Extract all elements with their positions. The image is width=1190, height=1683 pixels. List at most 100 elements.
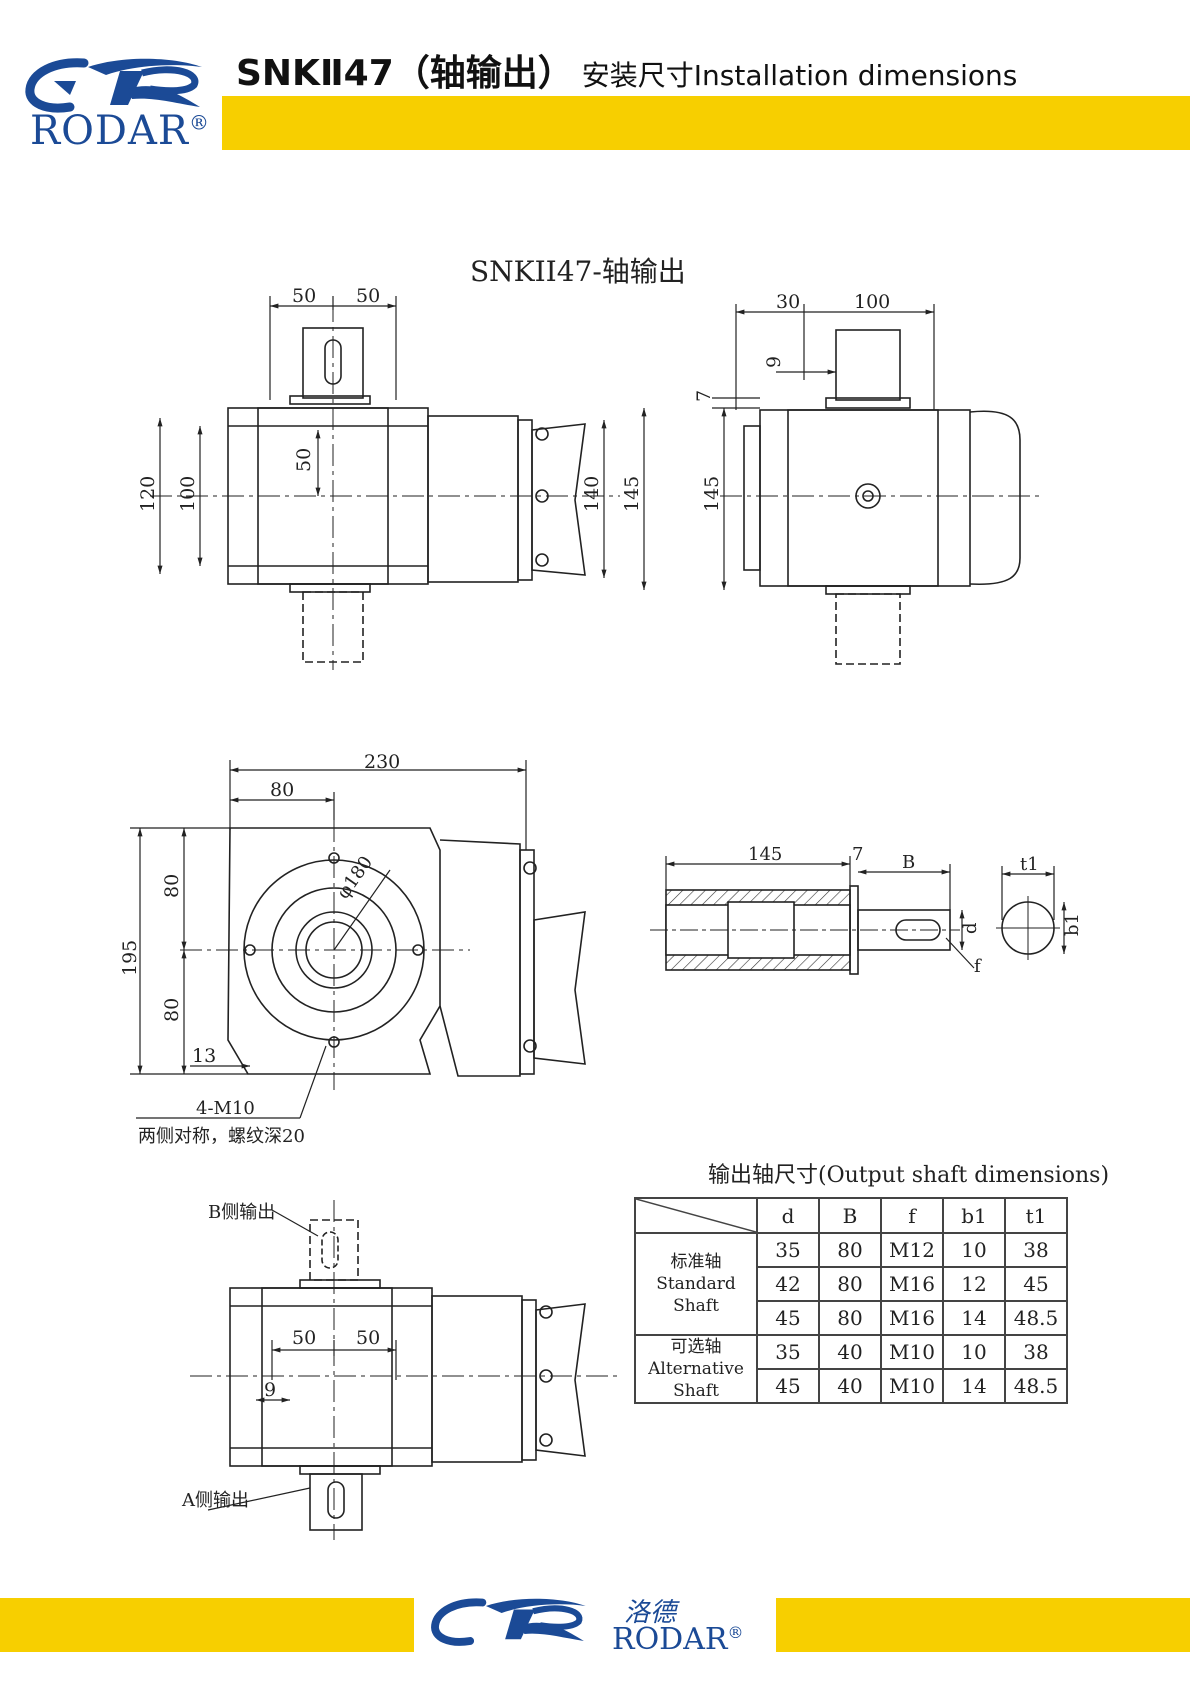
side-view-labels: 30 100 9 7 145 (693, 291, 890, 512)
title-sub: 安装尺寸Installation dimensions (581, 59, 1018, 92)
table-row: 42 80 M16 12 45 (635, 1266, 1068, 1302)
page-header: RODAR® SNKⅡ47（轴输出）安装尺寸Installation dimen… (0, 0, 1190, 160)
column-header: f (880, 1197, 944, 1234)
table-cell: 48.5 (1004, 1300, 1068, 1336)
output-shaft-table: d B f b1 t1 标准轴 Standard Shaft 35 80 M12… (634, 1197, 1068, 1404)
top-view-labels: 50 50 50 120 100 140 145 (137, 285, 643, 512)
dim-bottom-50b: 50 (356, 1327, 380, 1349)
table-cell: 80 (818, 1232, 882, 1268)
shaft-detail-dimensions (665, 856, 1067, 969)
table-cell: 14 (942, 1368, 1006, 1404)
bottom-view-labels: 50 50 9 B侧输出 A侧输出 (181, 1202, 380, 1511)
dim-front-80-lower: 80 (161, 998, 183, 1022)
shaft-detail-labels: 145 7 B d f t1 b1 (748, 844, 1083, 977)
dim-front-13: 13 (192, 1045, 216, 1067)
dim-top-140: 140 (581, 476, 603, 512)
footer-yellow-bar-left (0, 1598, 414, 1652)
table-cell: 45 (1004, 1266, 1068, 1302)
table-cell: 45 (756, 1368, 820, 1404)
bottom-view (190, 1200, 620, 1540)
dim-shaft-b1: b1 (1062, 913, 1083, 936)
a-side-output-label: A侧输出 (181, 1490, 249, 1511)
footer-brand: RODAR® (612, 1622, 744, 1657)
table-cell: 38 (1004, 1334, 1068, 1370)
dim-front-230: 230 (364, 751, 400, 773)
top-view-dimensions (157, 296, 647, 590)
dim-top-50a: 50 (292, 285, 316, 307)
table-cell: 40 (818, 1334, 882, 1370)
column-header: d (756, 1197, 820, 1234)
thread-note-desc: 两侧对称，螺纹深20 (138, 1126, 305, 1147)
b-side-output-label: B侧输出 (208, 1202, 275, 1223)
dim-shaft-d: d (960, 922, 981, 934)
column-header: b1 (942, 1197, 1006, 1234)
table-cell: 35 (756, 1232, 820, 1268)
table-row: 可选轴 Alternative Shaft 35 40 M10 10 38 (634, 1334, 1068, 1404)
group-label-alternative: 可选轴 Alternative Shaft (634, 1334, 758, 1404)
table-cell: 10 (942, 1232, 1006, 1268)
page-title: SNKⅡ47（轴输出）安装尺寸Installation dimensions (236, 44, 1017, 96)
dim-side-9: 9 (763, 356, 785, 368)
table-corner-cell (634, 1197, 758, 1234)
table-header-row: d B f b1 t1 (634, 1197, 1068, 1234)
group-label-en: Standard Shaft (656, 1274, 736, 1316)
table-cell: M12 (880, 1232, 944, 1268)
table-cell: 40 (818, 1368, 882, 1404)
table-cell: 35 (756, 1334, 820, 1370)
table-cell: 10 (942, 1334, 1006, 1370)
column-header: t1 (1004, 1197, 1068, 1234)
group-label-standard: 标准轴 Standard Shaft (634, 1232, 758, 1336)
dim-bottom-50a: 50 (292, 1327, 316, 1349)
header-yellow-bar (222, 96, 1190, 150)
table-cell: 42 (756, 1266, 820, 1302)
front-view-dimensions (130, 760, 527, 1119)
footer-logo: 洛德 RODAR® (428, 1592, 788, 1662)
footer-yellow-bar-right (776, 1598, 1190, 1652)
dim-side-30: 30 (776, 291, 800, 313)
dim-side-145: 145 (701, 476, 723, 512)
table-row: 标准轴 Standard Shaft 35 80 M12 10 38 (634, 1232, 1068, 1336)
dim-top-145: 145 (621, 476, 643, 512)
table-cell: 80 (818, 1300, 882, 1336)
diagonal-line (636, 1199, 756, 1232)
group-label-cn: 可选轴 (670, 1337, 722, 1357)
group-label-en: Alternative Shaft (648, 1359, 744, 1401)
table-caption: 输出轴尺寸(Output shaft dimensions) (708, 1163, 1110, 1188)
table-cell: 12 (942, 1266, 1006, 1302)
table-cell: 45 (756, 1300, 820, 1336)
dim-side-100: 100 (854, 291, 890, 313)
dim-bottom-9: 9 (264, 1379, 276, 1401)
dim-shaft-B: B (902, 852, 915, 873)
dim-front-80-upper: 80 (161, 874, 183, 898)
column-header: B (818, 1197, 882, 1234)
shaft-detail (650, 885, 1060, 975)
dim-shaft-t1: t1 (1020, 854, 1039, 875)
table-cell: M10 (880, 1368, 944, 1404)
dim-shaft-145: 145 (748, 844, 782, 865)
dim-top-100: 100 (177, 476, 199, 512)
bottom-view-dimensions (207, 1209, 397, 1511)
dim-shaft-f: f (974, 956, 982, 977)
top-view (150, 300, 620, 670)
dim-top-50b: 50 (356, 285, 380, 307)
dim-top-50c: 50 (293, 448, 315, 472)
table-cell: 14 (942, 1300, 1006, 1336)
dim-front-80: 80 (270, 779, 294, 801)
side-view (720, 329, 1040, 665)
footer-brand-cn: 洛德 (624, 1598, 677, 1628)
table-cell: M16 (880, 1266, 944, 1302)
front-view (180, 820, 586, 1090)
table-cell: 48.5 (1004, 1368, 1068, 1404)
front-view-labels: 230 80 80 195 80 13 φ180 4-M10 两侧对称，螺纹深2… (119, 751, 400, 1147)
table-cell: 38 (1004, 1232, 1068, 1268)
dim-side-7: 7 (693, 390, 715, 402)
group-label-cn: 标准轴 (670, 1252, 722, 1272)
table-cell: 80 (818, 1266, 882, 1302)
title-main: SNKⅡ47（轴输出） (236, 53, 574, 94)
rodar-logo-mark (25, 58, 202, 113)
table-cell: M10 (880, 1334, 944, 1370)
table-cell: M16 (880, 1300, 944, 1336)
dim-front-195: 195 (119, 940, 141, 976)
table-row: 45 40 M10 14 48.5 (635, 1368, 1068, 1404)
